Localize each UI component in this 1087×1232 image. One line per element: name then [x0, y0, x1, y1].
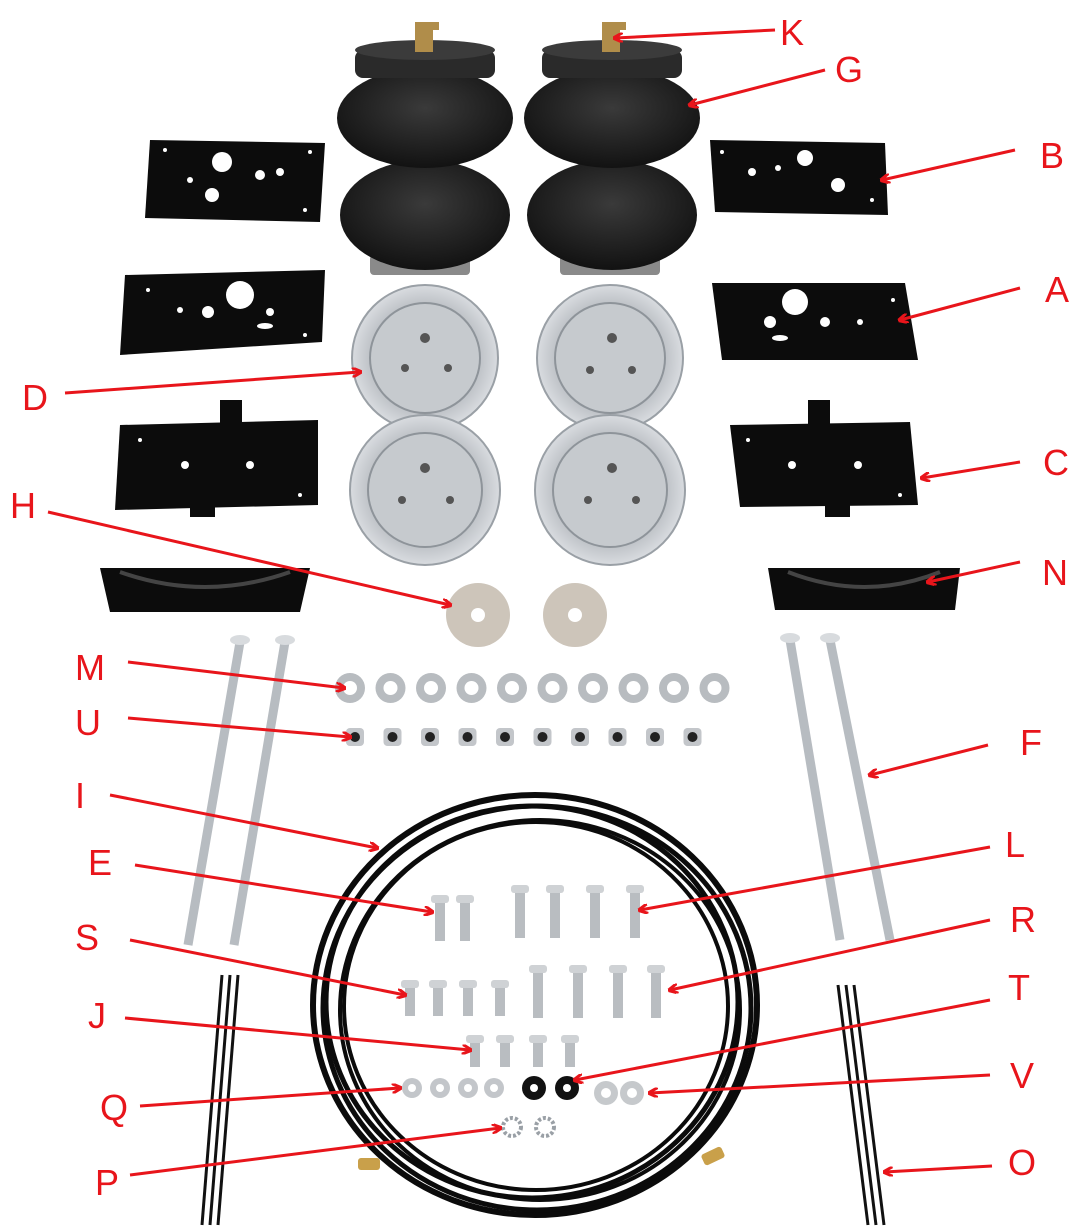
- bolt-r: [609, 965, 627, 973]
- bolt-set-r: [529, 965, 665, 1018]
- bracket-plate-a-left: [120, 270, 325, 355]
- label-v: V: [1010, 1055, 1034, 1096]
- arrow-d: [64, 372, 360, 395]
- label-p: P: [95, 1162, 119, 1203]
- arrow-g: [690, 68, 826, 105]
- arrow-c: [922, 460, 1021, 478]
- arrow-f: [870, 743, 989, 775]
- bracket-plate-c-left: [115, 400, 318, 517]
- bolt-set-s: [401, 980, 509, 1016]
- bolt-j: [529, 1035, 547, 1043]
- spacer-h: [446, 583, 607, 647]
- label-a: A: [1045, 269, 1069, 310]
- bolt-l: [586, 885, 604, 893]
- arrow-k: [615, 28, 776, 38]
- label-n: N: [1042, 552, 1068, 593]
- bolt-set-e: [431, 895, 474, 941]
- arrow-r: [670, 918, 991, 990]
- bracket-plate-b-left: [145, 140, 325, 222]
- arrow-e: [134, 863, 432, 912]
- label-b: B: [1040, 135, 1064, 176]
- arrow-b: [882, 148, 1016, 180]
- bolt-r: [647, 965, 665, 973]
- star-washer-p: [501, 1116, 556, 1138]
- arrow-a: [900, 286, 1021, 320]
- arrow-j: [124, 1016, 470, 1050]
- bolt-e: [431, 895, 449, 903]
- bolt-s: [429, 980, 447, 988]
- washer-set-v: [594, 1081, 644, 1105]
- bolt-j: [561, 1035, 579, 1043]
- bracket-plate-a-right: [712, 283, 918, 360]
- roll-plate-upper-left: [351, 284, 499, 432]
- bolt-s: [491, 980, 509, 988]
- label-c: C: [1043, 442, 1069, 483]
- callout-labels: K G B A D C H N M U F I E L S R T J V Q …: [10, 12, 1069, 1203]
- arrow-t: [575, 998, 991, 1080]
- roll-plate-lower-right: [534, 414, 686, 566]
- bolt-l: [626, 885, 644, 893]
- label-t: T: [1008, 967, 1030, 1008]
- label-m: M: [75, 647, 105, 688]
- bolt-e: [456, 895, 474, 903]
- label-g: G: [835, 49, 863, 90]
- nut-row-u: [346, 728, 702, 746]
- bracket-plate-b-right: [710, 140, 888, 215]
- label-d: D: [22, 377, 48, 418]
- air-spring-left: [337, 22, 513, 275]
- arrow-q: [139, 1088, 400, 1108]
- air-line-i: [310, 792, 760, 1218]
- label-f: F: [1020, 722, 1042, 763]
- label-e: E: [88, 842, 112, 883]
- axle-bracket-n-right: [768, 568, 960, 610]
- roll-plate-lower-left: [349, 414, 501, 566]
- arrow-u: [127, 716, 350, 737]
- washer-row-m: [335, 673, 730, 703]
- washer-set-q: [402, 1078, 504, 1098]
- arrow-h: [47, 510, 450, 605]
- bolt-s: [459, 980, 477, 988]
- label-l: L: [1005, 824, 1025, 865]
- label-s: S: [75, 917, 99, 958]
- arrow-m: [127, 660, 344, 688]
- label-i: I: [75, 775, 85, 816]
- bracket-plate-c-right: [730, 400, 918, 517]
- bolt-set-j: [466, 1035, 579, 1067]
- bolt-set-l: [511, 885, 644, 938]
- label-u: U: [75, 702, 101, 743]
- roll-plate-upper-right: [536, 284, 684, 432]
- arrow-l: [640, 845, 991, 910]
- bolt-r: [569, 965, 587, 973]
- bolt-l: [511, 885, 529, 893]
- air-spring-right: [524, 22, 700, 275]
- label-j: J: [88, 995, 106, 1036]
- washer-set-t: [522, 1076, 579, 1100]
- arrow-o: [885, 1164, 993, 1172]
- axle-bracket-n-left: [100, 568, 310, 612]
- arrow-v: [650, 1073, 991, 1093]
- bolt-j: [496, 1035, 514, 1043]
- bolt-r: [529, 965, 547, 973]
- bolt-s: [401, 980, 419, 988]
- label-k: K: [780, 12, 804, 53]
- label-r: R: [1010, 899, 1036, 940]
- label-q: Q: [100, 1087, 128, 1128]
- arrow-i: [109, 793, 377, 848]
- arrow-n: [928, 560, 1021, 582]
- air-line-fittings: [358, 1146, 725, 1170]
- arrow-s: [129, 938, 405, 995]
- bolt-l: [546, 885, 564, 893]
- bolt-j: [466, 1035, 484, 1043]
- label-h: H: [10, 485, 36, 526]
- carriage-bolt-f-right: [780, 633, 895, 941]
- arrow-p: [129, 1128, 500, 1177]
- label-o: O: [1008, 1142, 1036, 1183]
- callout-arrows: [47, 28, 1021, 1177]
- carriage-bolt-f-left: [183, 635, 295, 946]
